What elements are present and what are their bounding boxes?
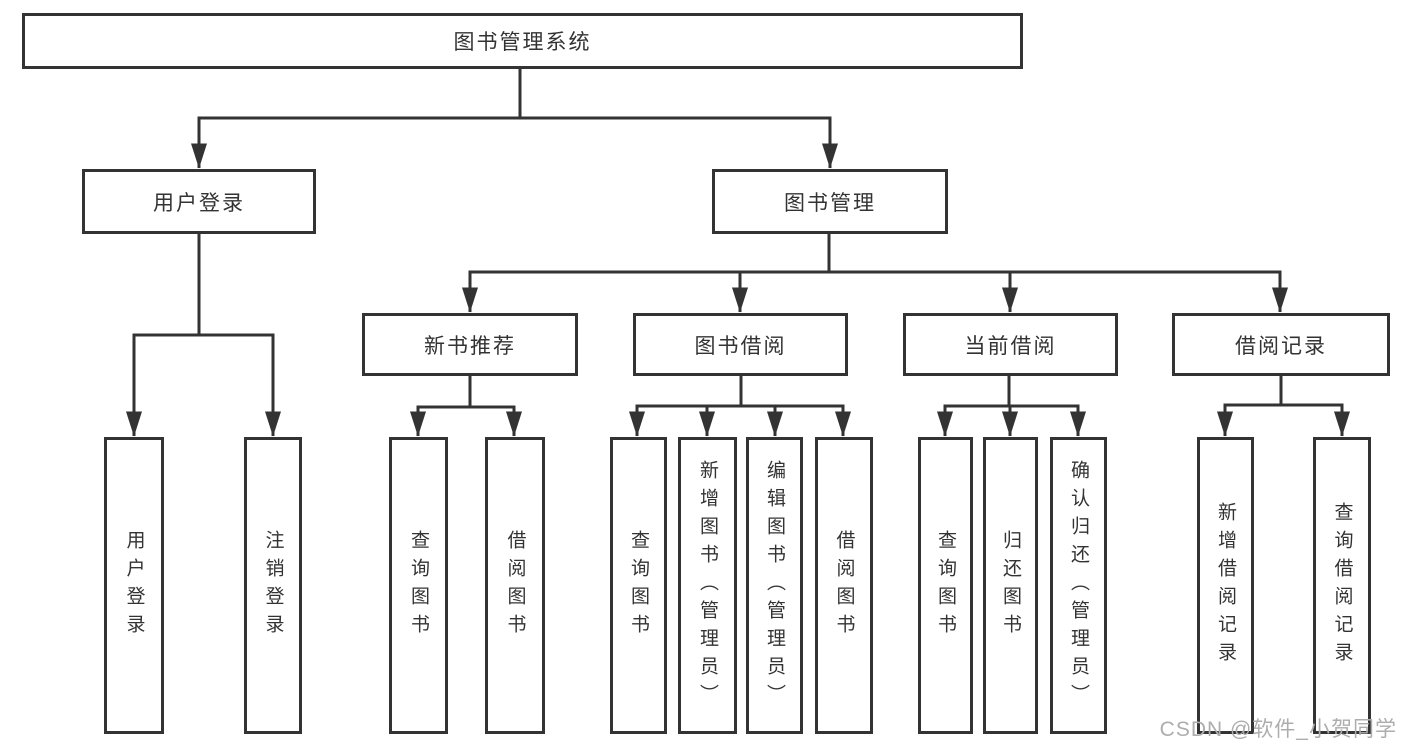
node-label: 借阅记录 [1235,334,1327,358]
node-book-management: 图书管理 [712,169,948,234]
node-label: 借阅图书 [504,529,526,642]
node-label: 当前借阅 [964,334,1057,358]
node-label: 借阅图书 [833,529,855,642]
node-label: 新增借阅记录 [1215,501,1236,670]
node-label: 查询图书 [628,529,649,642]
node-label: 用户登录 [123,529,145,642]
tree-wires [132,68,1344,409]
leaf-return-books: 归还图书 [983,437,1038,734]
leaf-query-books-borrowing: 查询图书 [610,437,667,734]
node-label: 归还图书 [1000,529,1021,642]
leaf-query-borrow-record: 查询借阅记录 [1313,437,1371,734]
node-label: 新增图书（管理员） [697,459,718,712]
node-label: 确认归还（管理员） [1068,459,1089,712]
leaf-logout: 注销登录 [244,437,302,734]
leaf-query-books-current: 查询图书 [918,437,973,734]
node-label: 查询图书 [935,529,956,642]
node-label: 图书管理系统 [453,31,592,54]
node-new-book-recommend: 新书推荐 [362,313,578,376]
node-borrowing-records: 借阅记录 [1172,313,1390,376]
node-book-borrowing: 图书借阅 [633,313,848,376]
leaf-borrow-books-recommend: 借阅图书 [485,437,545,734]
node-label: 查询借阅记录 [1331,501,1353,670]
leaf-add-books-admin: 新增图书（管理员） [678,437,737,734]
node-label: 新书推荐 [424,334,516,358]
node-user-login: 用户登录 [82,169,316,234]
node-library-system: 图书管理系统 [22,13,1023,69]
leaf-query-books-recommend: 查询图书 [389,437,448,734]
leaf-add-borrow-record: 新增借阅记录 [1197,437,1254,734]
node-label: 注销登录 [262,529,284,642]
leaf-user-login: 用户登录 [104,437,164,734]
csdn-watermark: CSDN @软件_小贺同学 [1159,718,1397,741]
node-label: 编辑图书（管理员） [764,459,785,712]
node-label: 图书借阅 [694,334,787,358]
node-current-borrowing: 当前借阅 [903,313,1118,376]
leaf-confirm-return-admin: 确认归还（管理员） [1050,437,1107,734]
node-label: 图书管理 [784,191,876,215]
node-label: 用户登录 [153,191,245,215]
leaf-edit-books-admin: 编辑图书（管理员） [746,437,803,734]
leaf-borrow-books: 借阅图书 [815,437,873,734]
node-label: 查询图书 [408,529,429,642]
